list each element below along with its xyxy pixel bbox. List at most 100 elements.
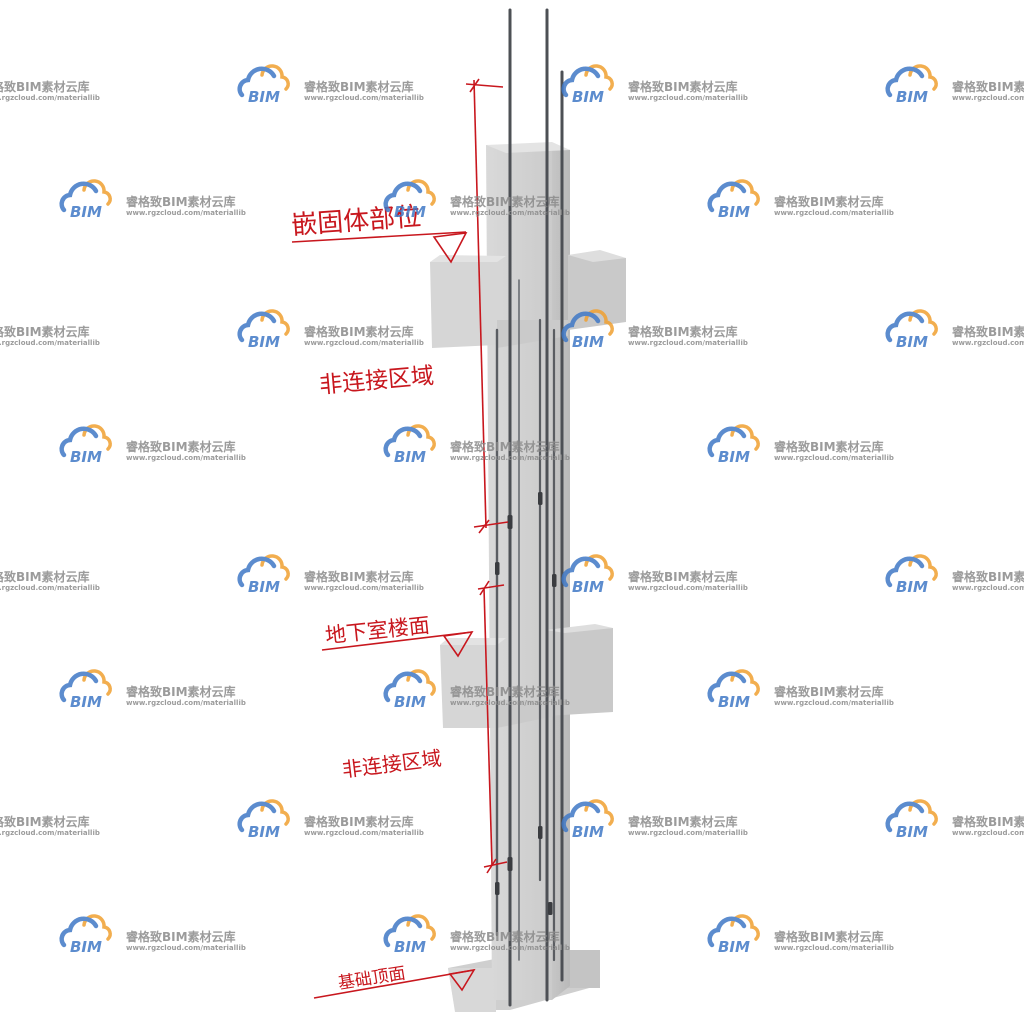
watermark-name: 睿格致BIM素材云库 — [628, 569, 738, 584]
watermark-logo-text: BIM — [70, 938, 102, 956]
annotation-labels: 嵌固体部位 非连接区域 地下室楼面 非连接区域 基础顶面 — [290, 202, 442, 994]
watermark-url: www.rgzcloud.com/materiallib — [0, 339, 100, 347]
watermark-logo: BIM睿格致BIM素材云库www.rgzcloud.com/materialli… — [59, 179, 246, 221]
cloud-icon — [885, 556, 925, 588]
watermark-url: www.rgzcloud.com/materiallib — [304, 94, 424, 102]
watermark-logo-text: BIM — [896, 333, 928, 351]
watermark-url: www.rgzcloud.com/materiallib — [126, 209, 246, 217]
coupler — [495, 882, 500, 895]
watermark-url: www.rgzcloud.com/materiallib — [0, 584, 100, 592]
concrete-structure — [430, 142, 626, 1012]
cloud-icon — [707, 181, 747, 213]
watermark-logo: BIM睿格致BIM素材云库www.rgzcloud.com/materialli… — [0, 324, 100, 347]
cloud-icon — [237, 556, 277, 588]
cloud-icon — [561, 801, 601, 833]
cloud-icon — [707, 916, 747, 948]
cloud-icon — [237, 801, 277, 833]
label-foundation-top: 基础顶面 — [337, 964, 407, 994]
coupler — [538, 492, 543, 505]
watermark-logo: BIM睿格致BIM素材云库www.rgzcloud.com/materialli… — [707, 914, 894, 956]
cloud-icon — [237, 311, 277, 343]
watermark-logo: BIM睿格致BIM素材云库www.rgzcloud.com/materialli… — [59, 914, 246, 956]
watermark-url: www.rgzcloud.com/materiallib — [450, 699, 570, 707]
upper-slab — [430, 250, 626, 348]
watermark-url: www.rgzcloud.com/materiallib — [628, 339, 748, 347]
watermark-name: 睿格致BIM素材云库 — [304, 79, 414, 94]
watermark-logo: BIM 睿格致BIM素材云库www.rgzcloud.com/materialli… — [561, 64, 748, 106]
watermark-logo: BIM睿格致BIM素材云库www.rgzcloud.com/materialli… — [561, 309, 748, 351]
watermark-name: 睿格致BIM素材云库 — [628, 814, 738, 829]
watermark-url: www.rgzcloud.com/materiallib — [628, 584, 748, 592]
dimension-lines — [465, 78, 509, 874]
watermark-logo-text: BIM — [572, 333, 604, 351]
label-non-connect-lower: 非连接区域 — [341, 746, 443, 782]
cloud-icon — [59, 426, 99, 458]
cloud-icon — [707, 671, 747, 703]
watermark-logo-text: BIM — [70, 203, 102, 221]
watermark-url: www.rgzcloud.com/materiallib — [450, 454, 570, 462]
watermark-name: 睿格致BIM素材云库 — [628, 79, 738, 94]
cloud-icon — [561, 66, 601, 98]
watermark-name: 睿格致BIM素材云库 — [304, 569, 414, 584]
watermark-logo: BIM睿格致BIM素材云库www.rgzcloud.com/materialli… — [383, 179, 570, 221]
watermark-url: www.rgzcloud.com/materiallib — [774, 454, 894, 462]
watermark-url: www.rgzcloud.com/materiallib — [450, 944, 570, 952]
watermark-url: www.rgzcloud.com/materiallib — [774, 944, 894, 952]
watermark-logo-text: BIM — [394, 448, 426, 466]
watermark-logo-text: BIM — [394, 938, 426, 956]
watermark-url: www.rgzcloud.com/materiallib — [628, 829, 748, 837]
watermark-logo-text: BIM — [394, 693, 426, 711]
watermark-url: www.rgzcloud.com/materiallib — [0, 829, 100, 837]
coupler — [548, 902, 553, 915]
coupler — [495, 562, 500, 575]
watermark-url: www.rgzcloud.com/materiallib — [952, 584, 1024, 592]
watermark-url: www.rgzcloud.com/materiallib — [952, 829, 1024, 837]
watermark-url: www.rgzcloud.com/materiallib — [628, 94, 748, 102]
cloud-icon — [237, 66, 277, 98]
watermark-name: 睿格致BIM素材云库 — [774, 929, 884, 944]
watermark-logo: BIM睿格致BIM素材云库www.rgzcloud.com/materialli… — [0, 569, 100, 592]
watermark-name: 睿格致BIM素材云库 — [450, 439, 560, 454]
watermark-logo-text: BIM — [896, 578, 928, 596]
watermark-logo: BIM睿格致BIM素材云库www.rgzcloud.com/materialli… — [707, 669, 894, 711]
elevation-marker-basement — [321, 630, 474, 658]
cloud-icon — [561, 556, 601, 588]
watermark-name: 睿格致BIM素材云库 — [0, 79, 90, 94]
coupler — [507, 515, 513, 529]
watermark-logo: BIM 睿格致BIM素材云库www.rgzcloud.com/materialli… — [383, 914, 570, 956]
cloud-icon — [885, 311, 925, 343]
watermark-url: www.rgzcloud.com/materiallib — [304, 339, 424, 347]
cloud-icon — [59, 671, 99, 703]
watermark-url: www.rgzcloud.com/materiallib — [126, 944, 246, 952]
watermark-logo-text: BIM — [248, 578, 280, 596]
watermark-url: www.rgzcloud.com/materiallib — [450, 209, 570, 217]
watermark-logo: BIM睿格致BIM素材云库www.rgzcloud.com/materialli… — [707, 424, 894, 466]
watermark-logo: BIM 睿格致BIM素材云库www.rgzcloud.com/materialli… — [237, 554, 424, 596]
watermark-url: www.rgzcloud.com/materiallib — [126, 454, 246, 462]
watermark-logo-text: BIM — [248, 333, 280, 351]
watermark-logo: BIM睿格致BIM素材云库www.rgzcloud.com/materialli… — [59, 424, 246, 466]
watermark-logo-text: BIM — [248, 823, 280, 841]
rebar-couplers — [495, 492, 557, 915]
label-non-connect-upper: 非连接区域 — [318, 363, 435, 399]
watermark-logo: BIM 睿格致BIM素材云库www.rgzcloud.com/materialli… — [561, 554, 748, 596]
watermark-name: 睿格致BIM素材云库 — [952, 814, 1024, 829]
watermark-logo: BIM睿格致BIM素材云库www.rgzcloud.com/materialli… — [0, 814, 100, 837]
watermark-logo: BIM睿格致BIM素材云库www.rgzcloud.com/materialli… — [59, 669, 246, 711]
watermark-url: www.rgzcloud.com/materiallib — [126, 699, 246, 707]
watermark-logo: BIM睿格致BIM素材云库www.rgzcloud.com/materialli… — [237, 799, 424, 841]
watermark-logo: BIM睿格致BIM素材云库www.rgzcloud.com/materialli… — [237, 309, 424, 351]
cloud-icon — [561, 311, 601, 343]
watermark-name: 睿格致BIM素材云库 — [450, 929, 560, 944]
watermark-logo: BIM睿格致BIM素材云库www.rgzcloud.com/materialli… — [383, 669, 570, 711]
watermark-logo-text: BIM — [572, 88, 604, 106]
watermark-url: www.rgzcloud.com/materiallib — [304, 584, 424, 592]
watermark-logo-text: BIM — [718, 448, 750, 466]
watermark-logo-text: BIM — [572, 578, 604, 596]
cloud-icon — [885, 801, 925, 833]
watermark-logo: BIM睿格致BIM素材云库www.rgzcloud.com/materialli… — [885, 309, 1024, 351]
watermark-url: www.rgzcloud.com/materiallib — [0, 94, 100, 102]
coupler — [552, 574, 557, 587]
watermark-logo-text: BIM — [718, 693, 750, 711]
watermark-name: 睿格致BIM素材云库 — [0, 814, 90, 829]
